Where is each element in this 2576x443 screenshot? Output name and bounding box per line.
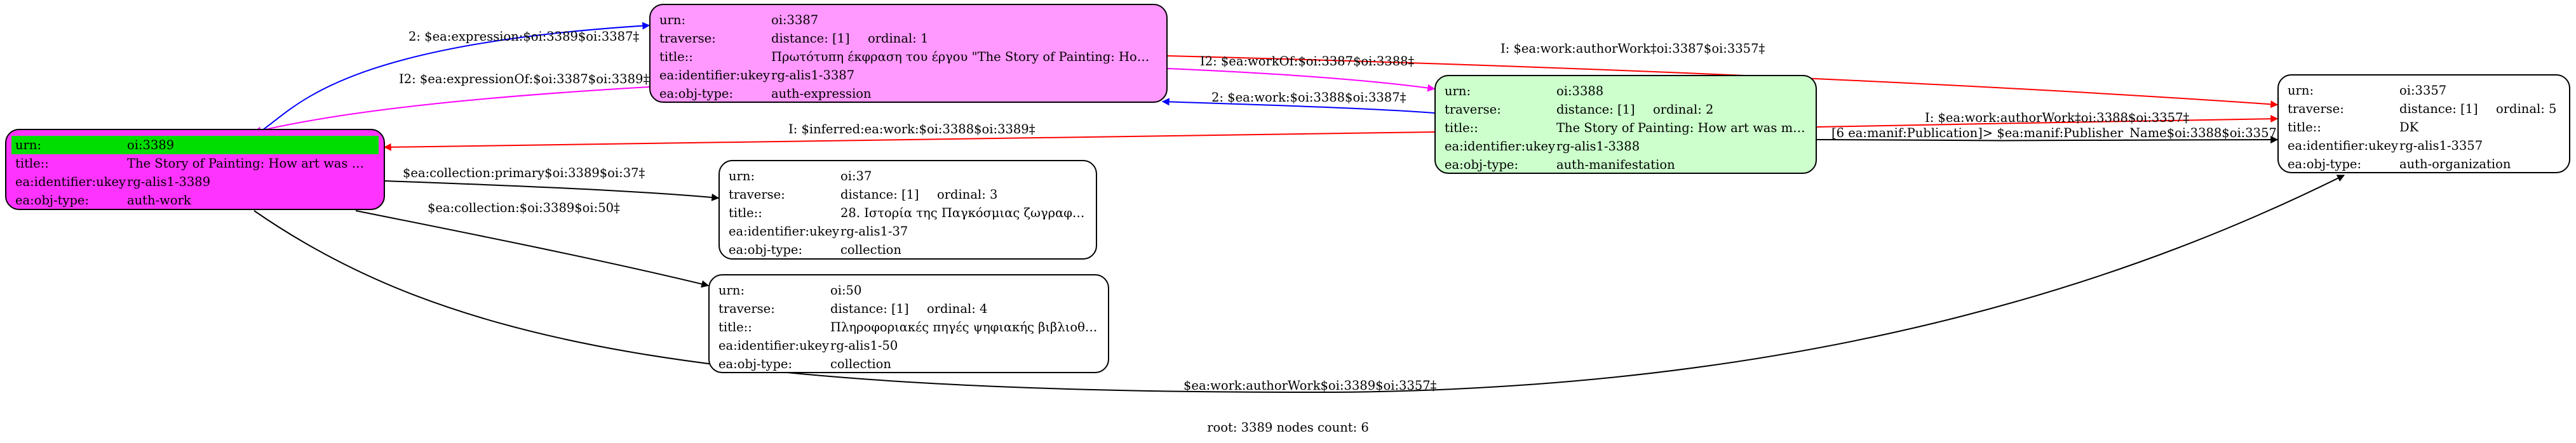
node-field-traverse: traverse:distance: [1]ordinal: 5	[2288, 102, 2557, 116]
edge-collection-primary	[384, 180, 720, 201]
edge-label: I: $inferred:ea:work:$oi:3388$oi:3389‡	[788, 122, 1035, 136]
node-field-obj-type: ea:obj-type:collection	[729, 242, 901, 257]
edge-publisher	[1816, 136, 2279, 144]
node-field-urn: urn:oi:37	[729, 169, 872, 183]
node-field-title: title::Πληροφοριακές πηγές ψηφιακής βιβλ…	[718, 320, 1099, 334]
edge-label: [6 ea:manif:Publication]> $ea:manif:Publ…	[1831, 126, 2293, 140]
node-field-urn: urn:oi:3387	[659, 13, 819, 27]
edge-label: I: $ea:work:authorWork‡oi:3387$oi:3357‡	[1500, 41, 1765, 56]
edge-label: I2: $ea:expressionOf:$oi:3387$oi:3389‡	[399, 72, 649, 86]
edge-authorWork-3387	[1167, 55, 2279, 109]
edge-label: I: $ea:work:authorWork‡oi:3388$oi:3357‡	[1925, 110, 2189, 125]
node-field-obj-type: ea:obj-type:collection	[718, 357, 891, 371]
node-field-urn: urn:oi:3388	[1445, 84, 1604, 98]
node-3389[interactable]: urn:oi:3389 title::The Story of Painting…	[5, 129, 385, 210]
node-3388[interactable]: urn:oi:3388 traverse:distance: [1]ordina…	[1434, 75, 1817, 174]
node-field-urn: urn:oi:50	[718, 283, 862, 298]
node-50[interactable]: urn:oi:50 traverse:distance: [1]ordinal:…	[708, 274, 1109, 373]
edge-label: $ea:collection:$oi:3389$oi:50‡	[428, 201, 620, 215]
edge-label: 2: $ea:work:$oi:3388$oi:3387‡	[1211, 90, 1406, 105]
edge-work	[1161, 98, 1435, 114]
node-field-title: title::The Story of Painting: How art wa…	[15, 156, 375, 171]
edge-expressionOf	[253, 86, 650, 135]
node-field-traverse: traverse:distance: [1]ordinal: 4	[718, 301, 988, 316]
node-field-traverse: traverse:distance: [1]ordinal: 2	[1445, 102, 1714, 117]
node-field-title: title::DK	[2288, 120, 2419, 135]
node-field-traverse: traverse:distance: [1]ordinal: 1	[659, 31, 929, 46]
edge-authorWork-3389	[253, 175, 2345, 393]
node-37[interactable]: urn:oi:37 traverse:distance: [1]ordinal:…	[718, 160, 1097, 260]
node-field-title: title::The Story of Painting: How art wa…	[1445, 121, 1807, 135]
node-field-obj-type: ea:obj-type:auth-expression	[659, 86, 872, 101]
node-field-title: title::Πρωτότυπη έκφραση του έργου "The …	[659, 50, 1157, 64]
edge-label: 2: $ea:expression:$oi:3389$oi:3387‡	[408, 29, 639, 44]
node-field-obj-type: ea:obj-type:auth-work	[15, 193, 191, 208]
edge-workOf	[1167, 68, 1436, 92]
node-field-title: title::28. Ιστορία της Παγκόσμιας ζωγραφ…	[729, 206, 1087, 220]
edge-label: $ea:collection:primary$oi:3389$oi:37‡	[403, 166, 645, 180]
node-field-traverse: traverse:distance: [1]ordinal: 3	[729, 187, 998, 202]
edge-expression	[262, 22, 651, 131]
node-3387[interactable]: urn:oi:3387 traverse:distance: [1]ordina…	[649, 4, 1168, 103]
node-field-obj-type: ea:obj-type:auth-organization	[2288, 157, 2511, 171]
edge-authorWork-3388	[1816, 115, 2279, 128]
node-field-urn: urn:oi:3389	[11, 136, 379, 154]
graph-footer: root: 3389 nodes count: 6	[1207, 420, 1369, 435]
node-3357[interactable]: urn:oi:3357 traverse:distance: [1]ordina…	[2277, 74, 2570, 173]
edge-label: I2: $ea:workOf:$oi:3387$oi:3388‡	[1200, 54, 1415, 69]
edge-collection	[355, 210, 710, 288]
node-field-urn: urn:oi:3357	[2288, 83, 2447, 98]
node-field-obj-type: ea:obj-type:auth-manifestation	[1445, 157, 1675, 172]
edge-label: $ea:work:authorWork$oi:3389$oi:3357‡	[1183, 378, 1437, 393]
